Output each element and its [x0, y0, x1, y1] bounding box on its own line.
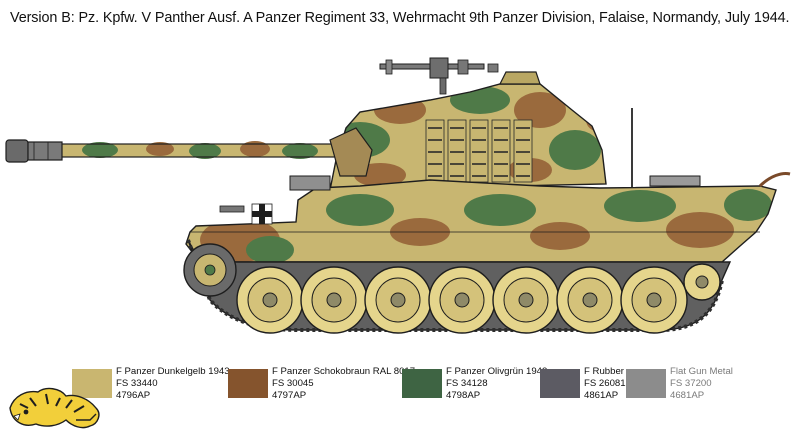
- legend-label: F Rubber FS 26081 4861AP: [584, 366, 626, 402]
- paint-name: F Panzer Olivgrün 1943: [446, 366, 548, 377]
- spare-track-links: [425, 119, 533, 183]
- color-swatch: [228, 369, 268, 398]
- paint-name: F Panzer Dunkelgelb 1943: [116, 366, 230, 377]
- legend-label: F Panzer Schokobraun RAL 8017 FS 30045 4…: [272, 366, 415, 402]
- paint-legend: F Panzer Dunkelgelb 1943 FS 33440 4796AP…: [0, 366, 800, 432]
- paint-name: Flat Gun Metal: [670, 366, 733, 377]
- paint-product-code: 4798AP: [446, 390, 481, 401]
- legend-label: F Panzer Olivgrün 1943 FS 34128 4798AP: [446, 366, 547, 402]
- color-swatch: [540, 369, 580, 398]
- paint-product-code: 4797AP: [272, 390, 307, 401]
- color-swatch: [72, 369, 112, 398]
- panther-tank-profile-icon: [5, 57, 791, 334]
- paint-fs-code: FS 34128: [446, 378, 488, 389]
- paint-fs-code: FS 33440: [116, 378, 158, 389]
- page-title: Version B: Pz. Kpfw. V Panther Ausf. A P…: [10, 10, 790, 26]
- road-wheels: [236, 266, 688, 334]
- paint-product-code: 4796AP: [116, 390, 151, 401]
- paint-fs-code: FS 26081: [584, 378, 626, 389]
- tiger-logo-icon: [9, 387, 100, 429]
- balkenkreuz-marking: [251, 203, 273, 225]
- color-swatch: [626, 369, 666, 398]
- paint-product-code: 4681AP: [670, 390, 705, 401]
- paint-fs-code: FS 37200: [670, 378, 712, 389]
- paint-name: F Panzer Schokobraun RAL 8017: [272, 366, 416, 377]
- legend-label: F Panzer Dunkelgelb 1943 FS 33440 4796AP: [116, 366, 230, 402]
- idler-wheel: [683, 263, 721, 301]
- paint-product-code: 4861AP: [584, 390, 619, 401]
- color-swatch: [402, 369, 442, 398]
- legend-label: Flat Gun Metal FS 37200 4681AP: [670, 366, 733, 402]
- main-gun-barrel: [5, 139, 341, 163]
- paint-fs-code: FS 30045: [272, 378, 314, 389]
- paint-name: F Rubber: [584, 366, 624, 377]
- turret-machine-gun: [379, 57, 499, 95]
- drive-sprocket: [183, 243, 237, 297]
